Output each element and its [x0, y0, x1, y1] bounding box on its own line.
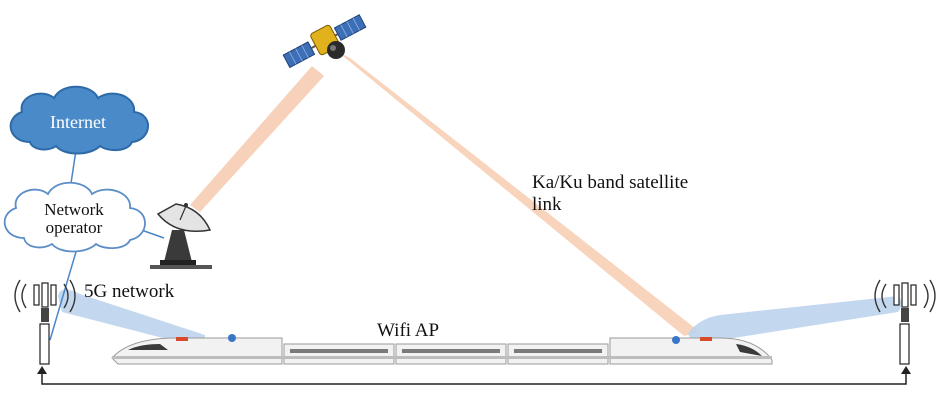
wifi-ap-label: Wifi AP [377, 320, 439, 341]
cellular-beam-right [688, 296, 902, 343]
internet-label: Internet [50, 112, 106, 132]
ground-link-arrow [37, 366, 911, 385]
network-operator-label-line1: Network [44, 200, 104, 219]
satellite-link-label-line1: Ka/Ku band satellite [532, 172, 688, 193]
internet-cloud: Internet [9, 85, 149, 155]
satellite-link-label-line2: link [532, 194, 562, 215]
satellite-beam-to-dish [190, 66, 324, 212]
train-icon [111, 334, 773, 365]
cell-tower-left [14, 279, 76, 365]
cell-tower-right [874, 279, 936, 365]
satellite-beam-to-train [338, 52, 700, 336]
cell-tower-icon [874, 279, 936, 365]
5g-network-label: 5G network [84, 281, 175, 302]
cellular-beam-left [58, 289, 205, 345]
link-operator-tower [49, 244, 79, 341]
satellite-dish-icon [150, 203, 212, 269]
satellite-icon [282, 14, 367, 69]
network-operator-label-line2: operator [46, 218, 103, 237]
network-operator-cloud: Network operator [3, 181, 146, 253]
cell-tower-icon [14, 279, 76, 365]
